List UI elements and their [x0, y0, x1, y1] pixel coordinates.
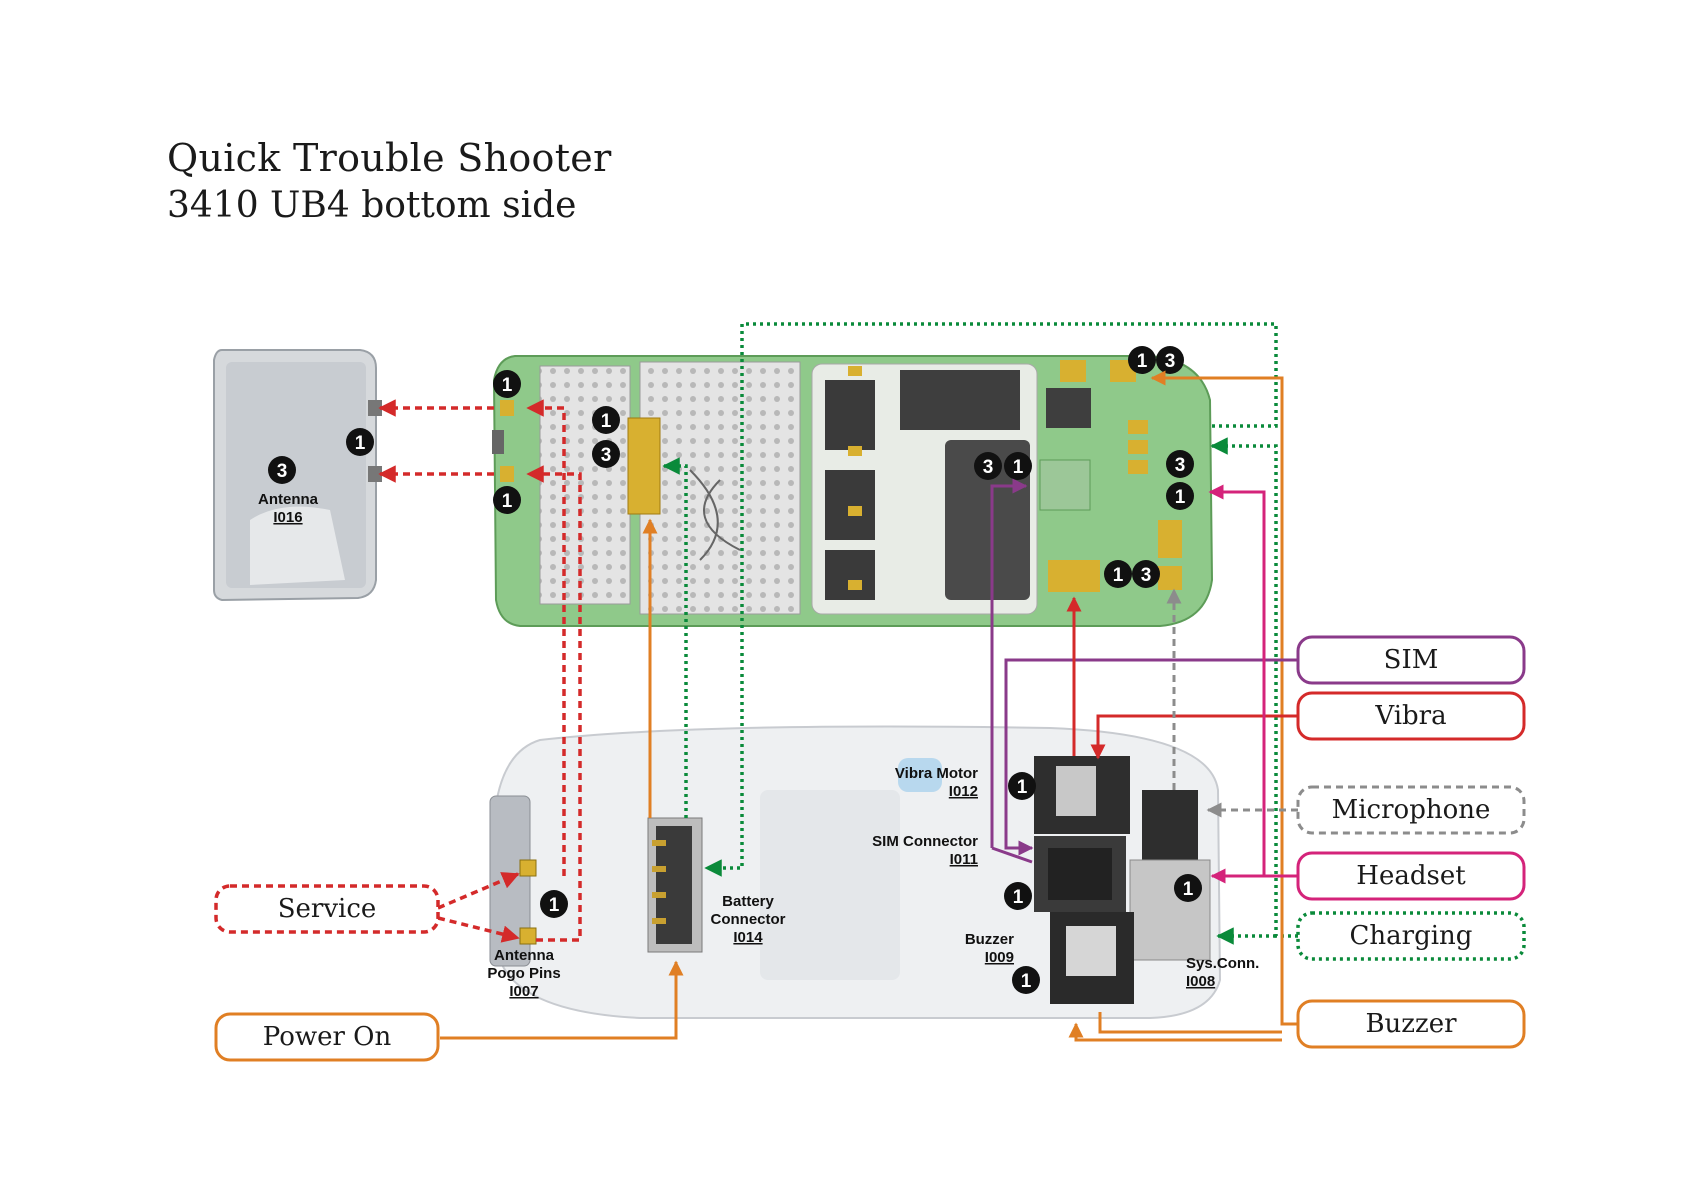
svg-text:1: 1: [1113, 565, 1124, 586]
antenna-ref: I016: [273, 509, 302, 526]
chassis-marker-1-vibra: 1: [1008, 772, 1036, 800]
pcb-marker-3-right: 3: [1166, 450, 1194, 478]
chassis-marker-1-pogo: 1: [540, 890, 568, 918]
svg-text:1: 1: [549, 895, 560, 916]
svg-text:1: 1: [1175, 487, 1186, 508]
buzzer-label: Buzzer: [965, 931, 1014, 948]
chassis-marker-1-sim: 1: [1004, 882, 1032, 910]
sim-connector-label: SIM Connector: [872, 833, 978, 850]
pcb-marker-1-battery: 1: [592, 406, 620, 434]
antenna-label: Antenna: [258, 491, 319, 508]
battery-label-line1: Battery: [722, 893, 774, 910]
pcb-marker-3-top-right: 3: [1156, 346, 1184, 374]
svg-text:Vibra: Vibra: [1374, 701, 1446, 731]
pcb-marker-1-right: 1: [1166, 482, 1194, 510]
callout-microphone[interactable]: Microphone: [1298, 787, 1524, 833]
svg-text:1: 1: [1013, 457, 1024, 478]
callout-service[interactable]: Service: [216, 886, 438, 932]
pogo-label-line1: Antenna: [494, 947, 555, 964]
antenna-marker-1: 1: [346, 428, 374, 456]
sys-conn-ref: I008: [1186, 973, 1215, 990]
pcb-marker-3-ic: 3: [974, 452, 1002, 480]
pcb-marker-1-top-right: 1: [1128, 346, 1156, 374]
vibra-motor-ref: I012: [949, 783, 978, 800]
svg-text:3: 3: [1165, 351, 1176, 372]
svg-text:1: 1: [502, 491, 513, 512]
svg-text:SIM: SIM: [1384, 645, 1439, 675]
callout-sim[interactable]: SIM: [1298, 637, 1524, 683]
svg-text:1: 1: [1013, 887, 1024, 908]
callout-buzzer[interactable]: Buzzer: [1298, 1001, 1524, 1047]
sys-conn-label: Sys.Conn.: [1186, 955, 1259, 972]
svg-text:3: 3: [1175, 455, 1186, 476]
svg-text:Charging: Charging: [1350, 921, 1473, 951]
callout-charging[interactable]: Charging: [1298, 913, 1524, 959]
pcb-marker-1-bottom-right: 1: [1104, 560, 1132, 588]
vibra-motor-label: Vibra Motor: [895, 765, 978, 782]
antenna-module: [214, 350, 382, 600]
svg-text:1: 1: [601, 411, 612, 432]
callout-headset[interactable]: Headset: [1298, 853, 1524, 899]
pcb-marker-1-ic: 1: [1004, 452, 1032, 480]
callout-power-on[interactable]: Power On: [216, 1014, 438, 1060]
svg-text:3: 3: [601, 445, 612, 466]
svg-text:3: 3: [983, 457, 994, 478]
svg-text:1: 1: [1137, 351, 1148, 372]
chassis-marker-1-sysconn: 1: [1174, 874, 1202, 902]
pcb-board: [492, 356, 1212, 626]
battery-ref: I014: [733, 929, 763, 946]
pcb-marker-1-bottom-left: 1: [493, 486, 521, 514]
headset-line: [1210, 492, 1298, 876]
pcb-marker-3-bottom-right: 3: [1132, 560, 1160, 588]
chassis: [490, 727, 1220, 1019]
pcb-marker-3-battery: 3: [592, 440, 620, 468]
svg-text:3: 3: [1141, 565, 1152, 586]
svg-text:Power On: Power On: [263, 1022, 392, 1052]
battery-label-line2: Connector: [711, 911, 786, 928]
svg-text:Headset: Headset: [1356, 861, 1466, 891]
svg-text:1: 1: [1183, 879, 1194, 900]
callout-vibra[interactable]: Vibra: [1298, 693, 1524, 739]
pogo-ref: I007: [509, 983, 538, 1000]
svg-text:1: 1: [355, 433, 366, 454]
pcb-marker-1-top-left: 1: [493, 370, 521, 398]
pogo-label-line2: Pogo Pins: [487, 965, 560, 982]
svg-text:Service: Service: [278, 894, 377, 924]
svg-text:1: 1: [1021, 971, 1032, 992]
svg-text:Microphone: Microphone: [1332, 795, 1491, 825]
buzzer-ref: I009: [985, 949, 1014, 966]
svg-text:3: 3: [277, 461, 288, 482]
sim-connector-ref: I011: [950, 851, 978, 868]
antenna-marker-3: 3: [268, 456, 296, 484]
svg-text:Buzzer: Buzzer: [1365, 1009, 1457, 1039]
svg-text:1: 1: [1017, 777, 1028, 798]
chassis-marker-1-buzzer: 1: [1012, 966, 1040, 994]
svg-text:1: 1: [502, 375, 513, 396]
